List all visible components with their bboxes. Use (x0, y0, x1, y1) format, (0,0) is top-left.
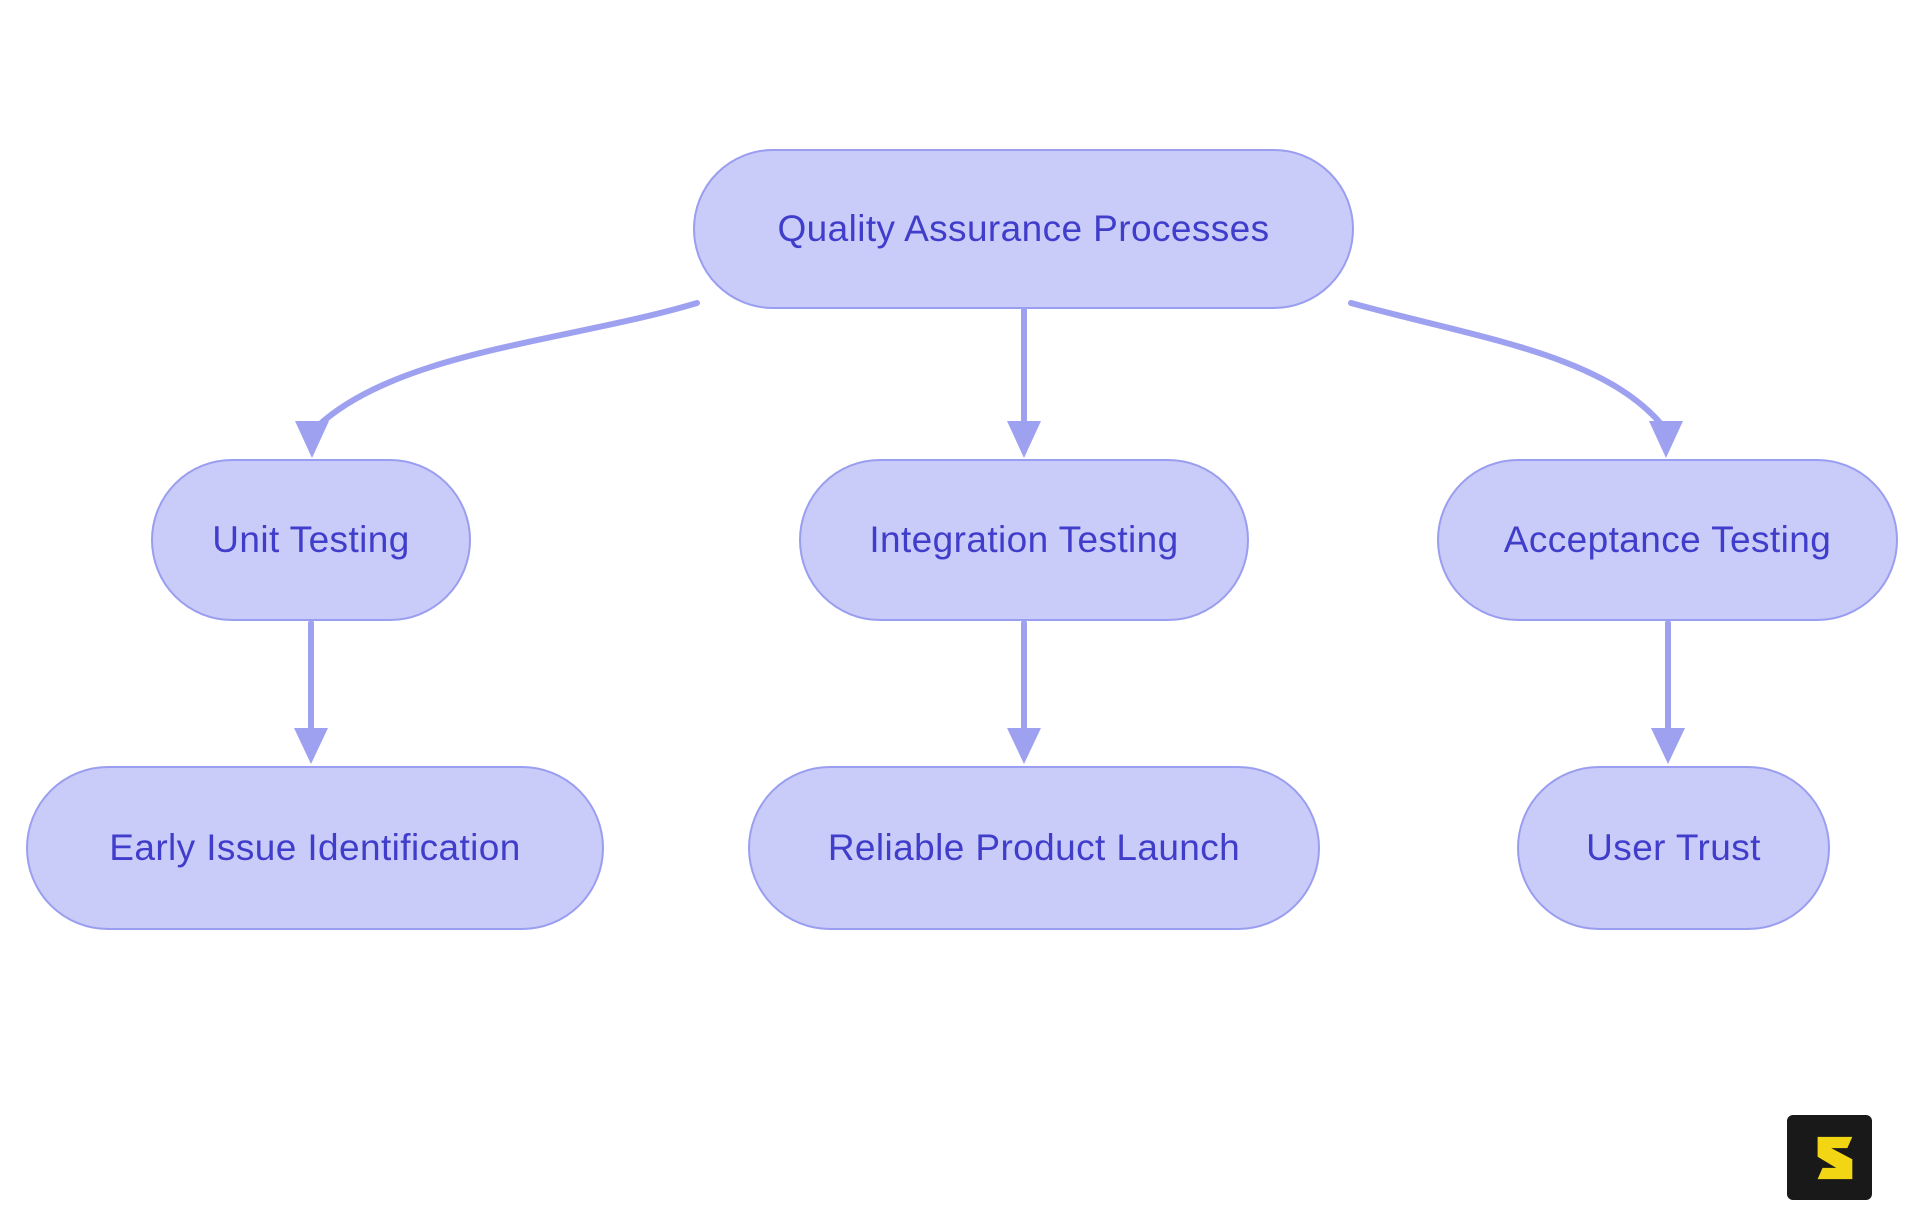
arrowhead-early (294, 728, 328, 764)
node-label: Quality Assurance Processes (777, 208, 1270, 249)
arrowhead-acceptance (1649, 421, 1683, 458)
node-user-trust: User Trust (1517, 766, 1830, 930)
arrowhead-user (1651, 728, 1685, 764)
node-label: Unit Testing (212, 519, 410, 560)
node-label: User Trust (1586, 827, 1761, 868)
arrowhead-integration (1007, 421, 1041, 458)
node-early-issue-identification: Early Issue Identification (26, 766, 604, 930)
node-unit-testing: Unit Testing (151, 459, 471, 621)
edge-root-to-unit (316, 300, 700, 428)
node-reliable-product-launch: Reliable Product Launch (748, 766, 1320, 930)
edge-root-to-acceptance (1348, 300, 1665, 428)
node-quality-assurance-processes: Quality Assurance Processes (693, 149, 1354, 309)
node-label: Reliable Product Launch (827, 827, 1241, 868)
node-integration-testing: Integration Testing (799, 459, 1249, 621)
node-label: Early Issue Identification (109, 827, 521, 868)
angular-s-logo-icon (1817, 1136, 1852, 1179)
arrowhead-unit (295, 421, 329, 458)
node-label: Acceptance Testing (1503, 519, 1832, 560)
logo-badge (1787, 1115, 1872, 1200)
node-label: Integration Testing (869, 519, 1179, 560)
node-acceptance-testing: Acceptance Testing (1437, 459, 1898, 621)
arrowhead-reliable (1007, 728, 1041, 764)
